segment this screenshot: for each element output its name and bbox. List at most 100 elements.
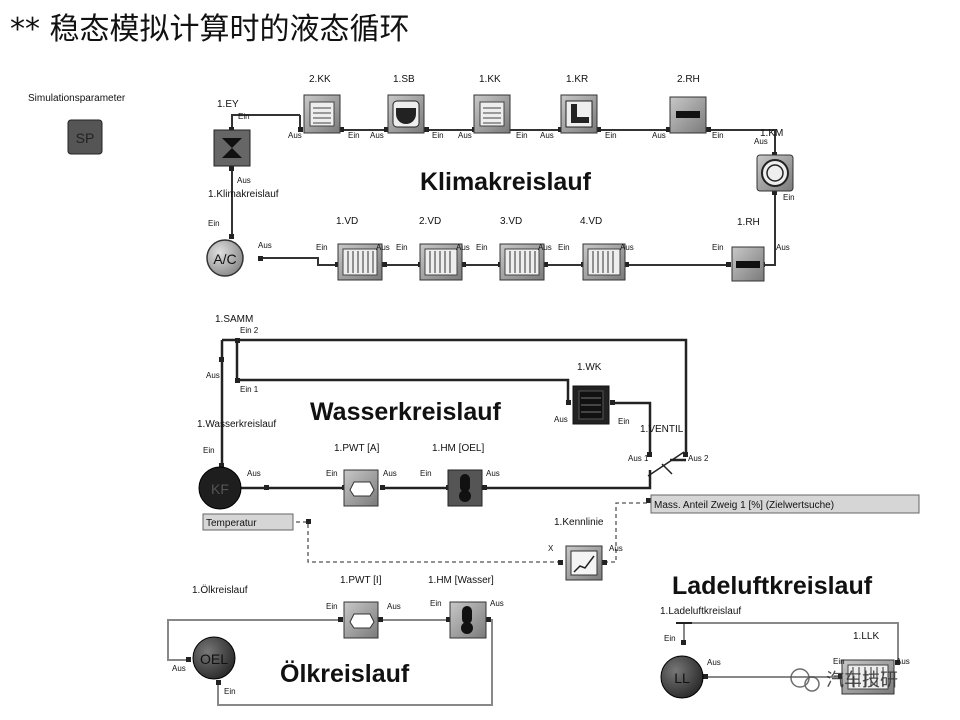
temperatur-label: Temperatur (206, 518, 257, 529)
port-aus: Aus (383, 469, 397, 478)
rh2-label: 2.RH (677, 74, 700, 85)
port-aus: Aus (754, 137, 768, 146)
kk2-label: 2.KK (309, 74, 331, 85)
llk-block[interactable] (841, 659, 895, 695)
port-ein: Ein (203, 446, 215, 455)
port-aus: Aus (707, 658, 721, 667)
vd2-block[interactable] (419, 243, 463, 281)
ac-label: A/C (213, 251, 236, 267)
port-aus: Aus (538, 243, 552, 252)
kf-label: KF (211, 481, 229, 497)
wasserkreislauf-label: 1.Wasserkreislauf (197, 419, 276, 430)
km1-block[interactable] (756, 154, 794, 192)
sp-block[interactable]: SP (67, 119, 103, 155)
ac-block[interactable]: A/C (206, 239, 244, 277)
kk2-block[interactable] (303, 94, 341, 134)
port-ein: Ein (238, 112, 250, 121)
oel-wiring (167, 617, 493, 706)
wasser-circuit-title: Wasserkreislauf (310, 398, 502, 426)
temperatur-box[interactable]: Temperatur (202, 513, 294, 531)
kk1-block[interactable] (473, 94, 511, 134)
pwt-a-label: 1.PWT [A] (334, 443, 380, 454)
vd3-block[interactable] (499, 243, 545, 281)
port-ein: Ein (348, 131, 360, 140)
port-aus: Aus (370, 131, 384, 140)
port-ein: Ein (432, 131, 444, 140)
port-ein: Ein (208, 219, 220, 228)
llk-label: 1.LLK (853, 631, 879, 642)
port-x: X (548, 544, 554, 553)
port-ein1: Ein 1 (240, 385, 259, 394)
watermark-text: 汽车技研 (826, 670, 898, 691)
sb1-block[interactable] (387, 94, 425, 134)
port-ein2: Ein 2 (240, 326, 259, 335)
samm-label: 1.SAMM (215, 314, 253, 325)
port-aus: Aus (620, 243, 634, 252)
port-aus1: Aus 1 (628, 454, 649, 463)
klimakreislauf-label: 1.Klimakreislauf (208, 189, 279, 200)
port-ein: Ein (664, 634, 676, 643)
port-ein: Ein (618, 417, 630, 426)
port-ein: Ein (326, 602, 338, 611)
port-ein: Ein (316, 243, 328, 252)
port-aus: Aus (376, 243, 390, 252)
sb1-label: 1.SB (393, 74, 415, 85)
kr1-block[interactable] (560, 94, 598, 134)
port-aus: Aus (258, 241, 272, 250)
port-ein: Ein (833, 657, 845, 666)
port-ein: Ein (326, 469, 338, 478)
vd4-block[interactable] (582, 243, 626, 281)
klima-port-labels: Ein Aus Ein Aus Ein Aus Ein Aus Ein Aus … (208, 112, 795, 252)
port-aus: Aus (486, 469, 500, 478)
port-ein: Ein (420, 469, 432, 478)
wk-label: 1.WK (577, 362, 602, 373)
port-aus: Aus (776, 243, 790, 252)
oelkreislauf-label: 1.Ölkreislauf (192, 584, 248, 596)
mass-anteil-box[interactable]: Mass. Anteil Zweig 1 [%] (Zielwertsuche) (650, 494, 920, 514)
klima-circuit-title: Klimakreislauf (420, 168, 592, 196)
oel-circuit-title: Ölkreislauf (280, 659, 410, 688)
pwt-a-block[interactable] (343, 469, 379, 507)
port-ein: Ein (605, 131, 617, 140)
port-aus: Aus (609, 544, 623, 553)
port-ein: Ein (712, 243, 724, 252)
oel-block[interactable]: OEL (192, 636, 236, 680)
rh2-block[interactable] (669, 96, 707, 134)
hm-oel-block[interactable] (447, 469, 483, 507)
port-aus: Aus (288, 131, 302, 140)
pwt-i-label: 1.PWT [I] (340, 575, 382, 586)
rh1-label: 1.RH (737, 217, 760, 228)
oel-label: OEL (200, 651, 228, 667)
kf-block[interactable]: KF (198, 466, 242, 510)
sp-label: SP (76, 130, 95, 146)
sp-heading: Simulationsparameter (28, 93, 126, 104)
kennlinie-block[interactable] (565, 545, 603, 581)
kk1-label: 1.KK (479, 74, 501, 85)
port-aus: Aus (540, 131, 554, 140)
wk-block[interactable] (572, 385, 610, 425)
hm-oel-label: 1.HM [OEL] (432, 443, 484, 454)
pwt-i-block[interactable] (343, 601, 379, 639)
port-aus: Aus (387, 602, 401, 611)
ladeluft-circuit-title: Ladeluftkreislauf (672, 572, 873, 600)
kennlinie-label: 1.Kennlinie (554, 517, 604, 528)
rh1-block[interactable] (731, 246, 765, 282)
port-aus: Aus (247, 469, 261, 478)
vd2-label: 2.VD (419, 216, 441, 227)
ey1-block[interactable] (213, 129, 251, 167)
ey1-label: 1.EY (217, 99, 239, 110)
port-ein: Ein (516, 131, 528, 140)
port-ein: Ein (396, 243, 408, 252)
ll-block[interactable]: LL (660, 655, 704, 699)
port-aus: Aus (554, 415, 568, 424)
port-aus: Aus (237, 176, 251, 185)
hm-wasser-block[interactable] (449, 601, 487, 639)
ventil-block[interactable] (647, 451, 685, 477)
port-aus2: Aus 2 (688, 454, 709, 463)
km1-label: 1.KM (760, 128, 783, 139)
vd1-block[interactable] (337, 243, 383, 281)
port-aus: Aus (172, 664, 186, 673)
port-aus: Aus (458, 131, 472, 140)
ladeluft-wiring (676, 622, 900, 679)
